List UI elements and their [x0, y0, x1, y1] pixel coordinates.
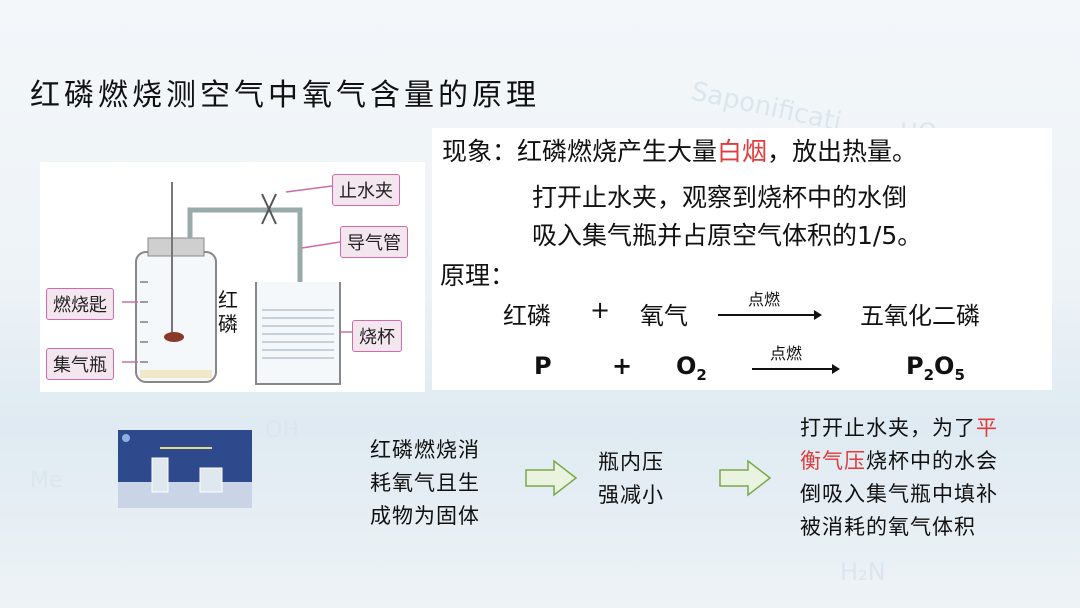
video-scene: [118, 430, 252, 508]
clamp-label: 止水夹: [332, 174, 400, 206]
formula-equation-product: P2O5: [906, 352, 965, 384]
flow-step-1-line-2: 耗氧气且生: [370, 467, 480, 500]
flow-step-2: 瓶内压 强减小: [598, 446, 664, 512]
tube-label: 导气管: [340, 226, 408, 258]
formula-equation-plus: +: [612, 352, 632, 380]
formula-equation-arrow: [750, 362, 842, 376]
bottle-label: 集气瓶: [46, 348, 114, 380]
phenomenon-highlight: 白烟: [717, 137, 767, 166]
flow-step-3-line-1: 打开止水夹，为了平: [800, 412, 998, 445]
product-p: P: [906, 352, 924, 380]
oxygen-subscript: 2: [696, 366, 706, 384]
flow-step-3-line-2-text: 烧杯中的水会: [866, 449, 998, 473]
product-o: O: [934, 352, 954, 380]
phenomenon-text-post: ，放出热量。: [767, 137, 917, 166]
word-equation-product: 五氧化二磷: [860, 296, 980, 331]
apparatus-illustration: 止水夹 导气管 燃烧匙 红 磷 烧杯 集气瓶: [40, 162, 425, 392]
flow-step-3-line-4: 被消耗的氧气体积: [800, 511, 998, 544]
formula-equation-condition: 点燃: [770, 340, 802, 364]
flow-step-3-highlight-2: 衡气压: [800, 449, 866, 473]
word-equation-arrow: [716, 308, 824, 322]
experiment-video-thumbnail[interactable]: [118, 430, 252, 508]
product-o-subscript: 5: [954, 366, 964, 384]
principle-label: 原理：: [440, 256, 515, 292]
beaker-label: 烧杯: [352, 320, 402, 352]
word-equation-plus: +: [590, 296, 610, 324]
red-phosphorus-label-2: 磷: [218, 308, 238, 337]
watermark-oh: OH: [265, 418, 299, 443]
spoon-label: 燃烧匙: [46, 288, 114, 320]
phenomenon-line-2: 打开止水夹，观察到烧杯中的水倒: [532, 178, 907, 214]
phenomenon-label: 现象：: [442, 137, 517, 166]
flow-step-1-line-3: 成物为固体: [370, 500, 480, 533]
flow-step-2-line-2: 强减小: [598, 479, 664, 512]
word-equation-reactant1: 红磷: [503, 296, 551, 331]
phenomenon-line-3: 吸入集气瓶并占原空气体积的1/5。: [532, 216, 922, 252]
phenomenon-line-1: 现象：红磷燃烧产生大量白烟，放出热量。: [442, 132, 917, 168]
product-p-subscript: 2: [924, 366, 934, 384]
flow-arrow-1: [524, 458, 580, 498]
flow-step-3-line-2: 衡气压烧杯中的水会: [800, 445, 998, 478]
flow-step-1: 红磷燃烧消 耗氧气且生 成物为固体: [370, 434, 480, 533]
flow-step-3: 打开止水夹，为了平 衡气压烧杯中的水会 倒吸入集气瓶中填补 被消耗的氧气体积: [800, 412, 998, 544]
formula-equation-reactant2: O2: [676, 352, 707, 384]
flow-arrow-2: [718, 458, 774, 498]
page-title: 红磷燃烧测空气中氧气含量的原理: [30, 70, 540, 114]
flow-step-3-line-1-text: 打开止水夹，为了: [800, 416, 976, 440]
watermark-me: Me: [30, 468, 63, 493]
flow-step-3-highlight-1: 平: [976, 416, 998, 440]
watermark-h2n: H₂N: [840, 558, 886, 586]
oxygen-symbol: O: [676, 352, 696, 380]
flow-step-2-line-1: 瓶内压: [598, 446, 664, 479]
flow-step-1-line-1: 红磷燃烧消: [370, 434, 480, 467]
word-equation-reactant2: 氧气: [640, 296, 688, 331]
word-equation-condition: 点燃: [748, 286, 780, 310]
phenomenon-text-pre: 红磷燃烧产生大量: [517, 137, 717, 166]
flow-step-3-line-3: 倒吸入集气瓶中填补: [800, 478, 998, 511]
formula-equation-reactant1: P: [534, 352, 552, 380]
